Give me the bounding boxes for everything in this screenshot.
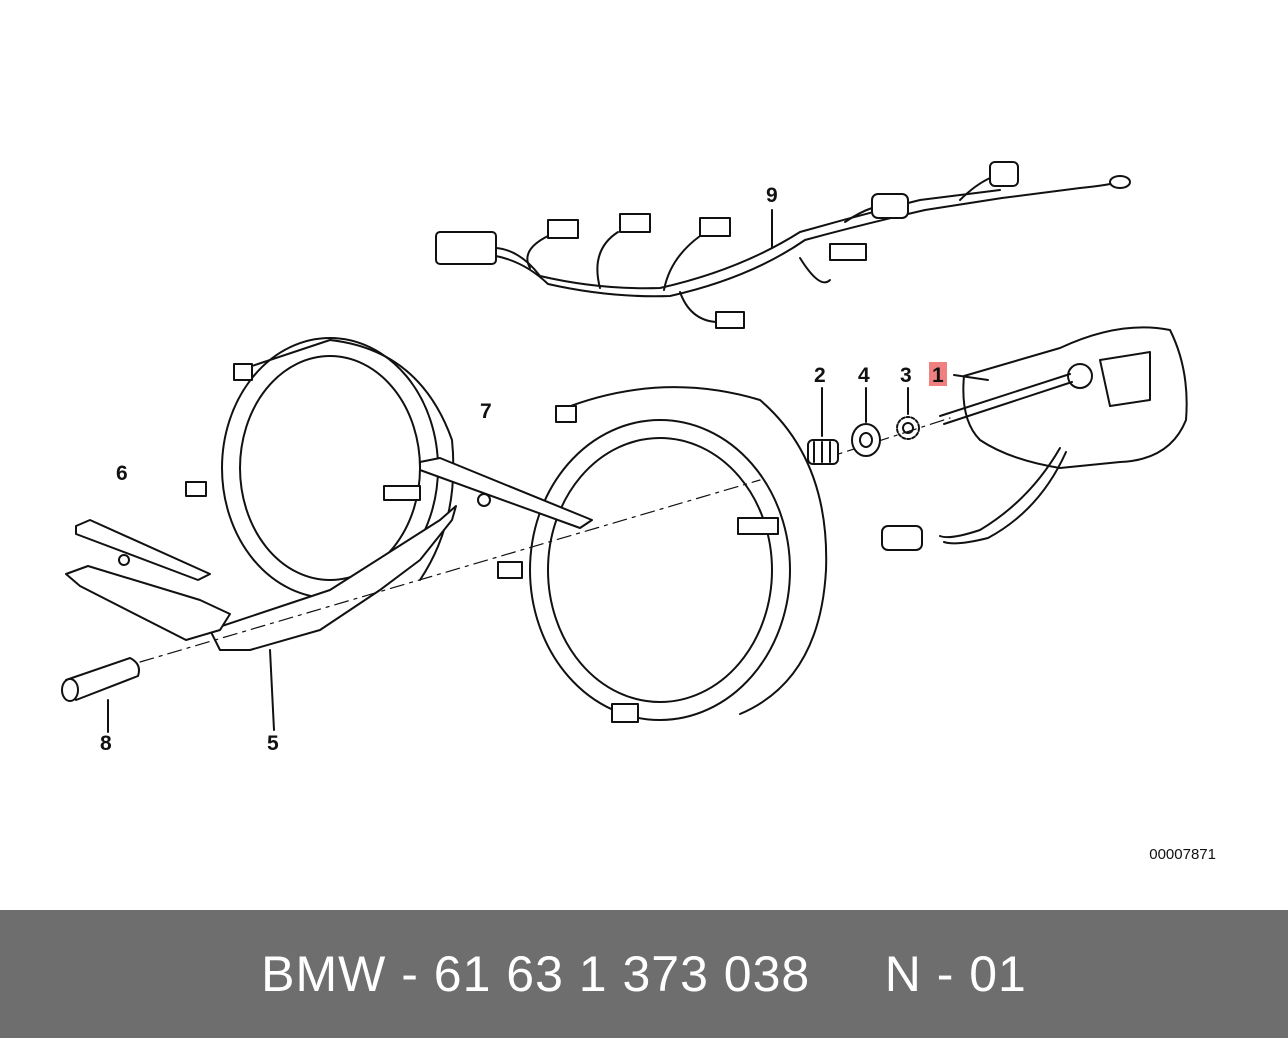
headlight-ring-front — [497, 386, 828, 723]
part-1-motor — [881, 326, 1188, 551]
exploded-parts-diagram: 1 2 3 4 5 6 7 8 9 — [61, 161, 1188, 755]
footer-position-code: N - 01 — [884, 946, 1027, 1002]
reference-code: 00007871 — [1149, 846, 1216, 863]
callout-1-highlight — [929, 362, 947, 386]
part-5-arm-assembly — [209, 505, 457, 731]
footer-bar: BMW - 61 63 1 373 038 N - 01 — [0, 910, 1288, 1038]
callout-6: 6 — [116, 462, 128, 485]
callout-2: 2 — [814, 364, 826, 387]
callout-3: 3 — [900, 364, 912, 387]
part-8-sleeve — [61, 657, 140, 733]
part-2-grommet — [807, 387, 839, 465]
callout-9: 9 — [766, 184, 778, 207]
callout-5: 5 — [267, 732, 279, 755]
footer-gap — [810, 945, 884, 1003]
footer-separator: - — [386, 946, 434, 1002]
part-4-nut — [851, 387, 881, 457]
part-3-washer — [896, 387, 920, 440]
callout-4: 4 — [858, 364, 870, 387]
footer-brand: BMW — [261, 946, 387, 1002]
part-6-strip — [65, 519, 231, 641]
callout-8: 8 — [100, 732, 112, 755]
axis-lines — [139, 417, 951, 663]
part-7-strip — [419, 457, 593, 529]
callout-1: 1 — [932, 364, 944, 387]
callout-7: 7 — [480, 400, 492, 423]
part-9-wiring-harness — [435, 161, 1131, 329]
footer-part-number: 61 63 1 373 038 — [433, 946, 811, 1002]
